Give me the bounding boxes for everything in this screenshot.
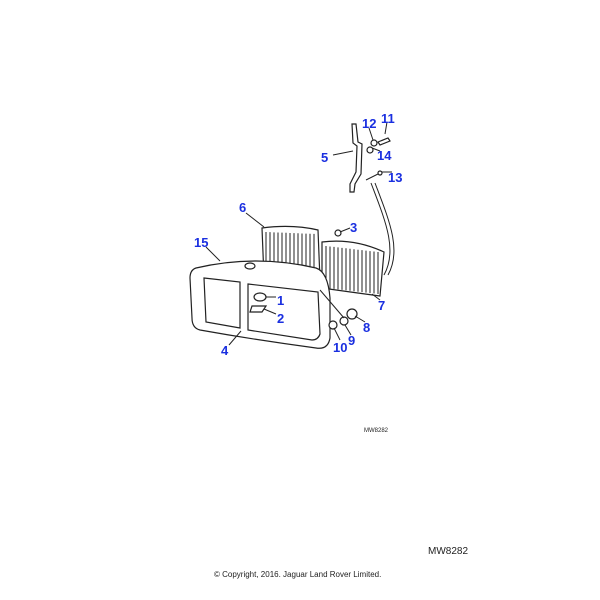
copyright-notice: © Copyright, 2016. Jaguar Land Rover Lim… <box>214 570 382 579</box>
callout-8: 8 <box>363 320 370 335</box>
part-grille-right <box>321 240 385 297</box>
part-fasteners <box>365 137 395 276</box>
callout-10: 10 <box>333 340 347 355</box>
part-bracket <box>349 123 363 193</box>
callout-7: 7 <box>378 298 385 313</box>
callout-14: 14 <box>377 148 392 163</box>
callout-1: 1 <box>277 293 284 308</box>
part-washers <box>319 289 358 330</box>
callout-2: 2 <box>277 311 284 326</box>
leader-lines <box>205 121 392 346</box>
callout-3: 3 <box>350 220 357 235</box>
callout-11: 11 <box>381 111 395 126</box>
callout-9: 9 <box>348 333 355 348</box>
callout-13: 13 <box>388 170 402 185</box>
callout-5: 5 <box>321 150 328 165</box>
callout-12: 12 <box>362 116 376 131</box>
diagram-reference-small: MW8282 <box>364 428 389 434</box>
part-clip <box>334 229 342 237</box>
part-grille-surround <box>189 260 331 349</box>
callout-4: 4 <box>221 343 229 358</box>
callout-15: 15 <box>194 235 208 250</box>
diagram-reference: MW8282 <box>428 546 469 557</box>
callout-6: 6 <box>239 200 246 215</box>
